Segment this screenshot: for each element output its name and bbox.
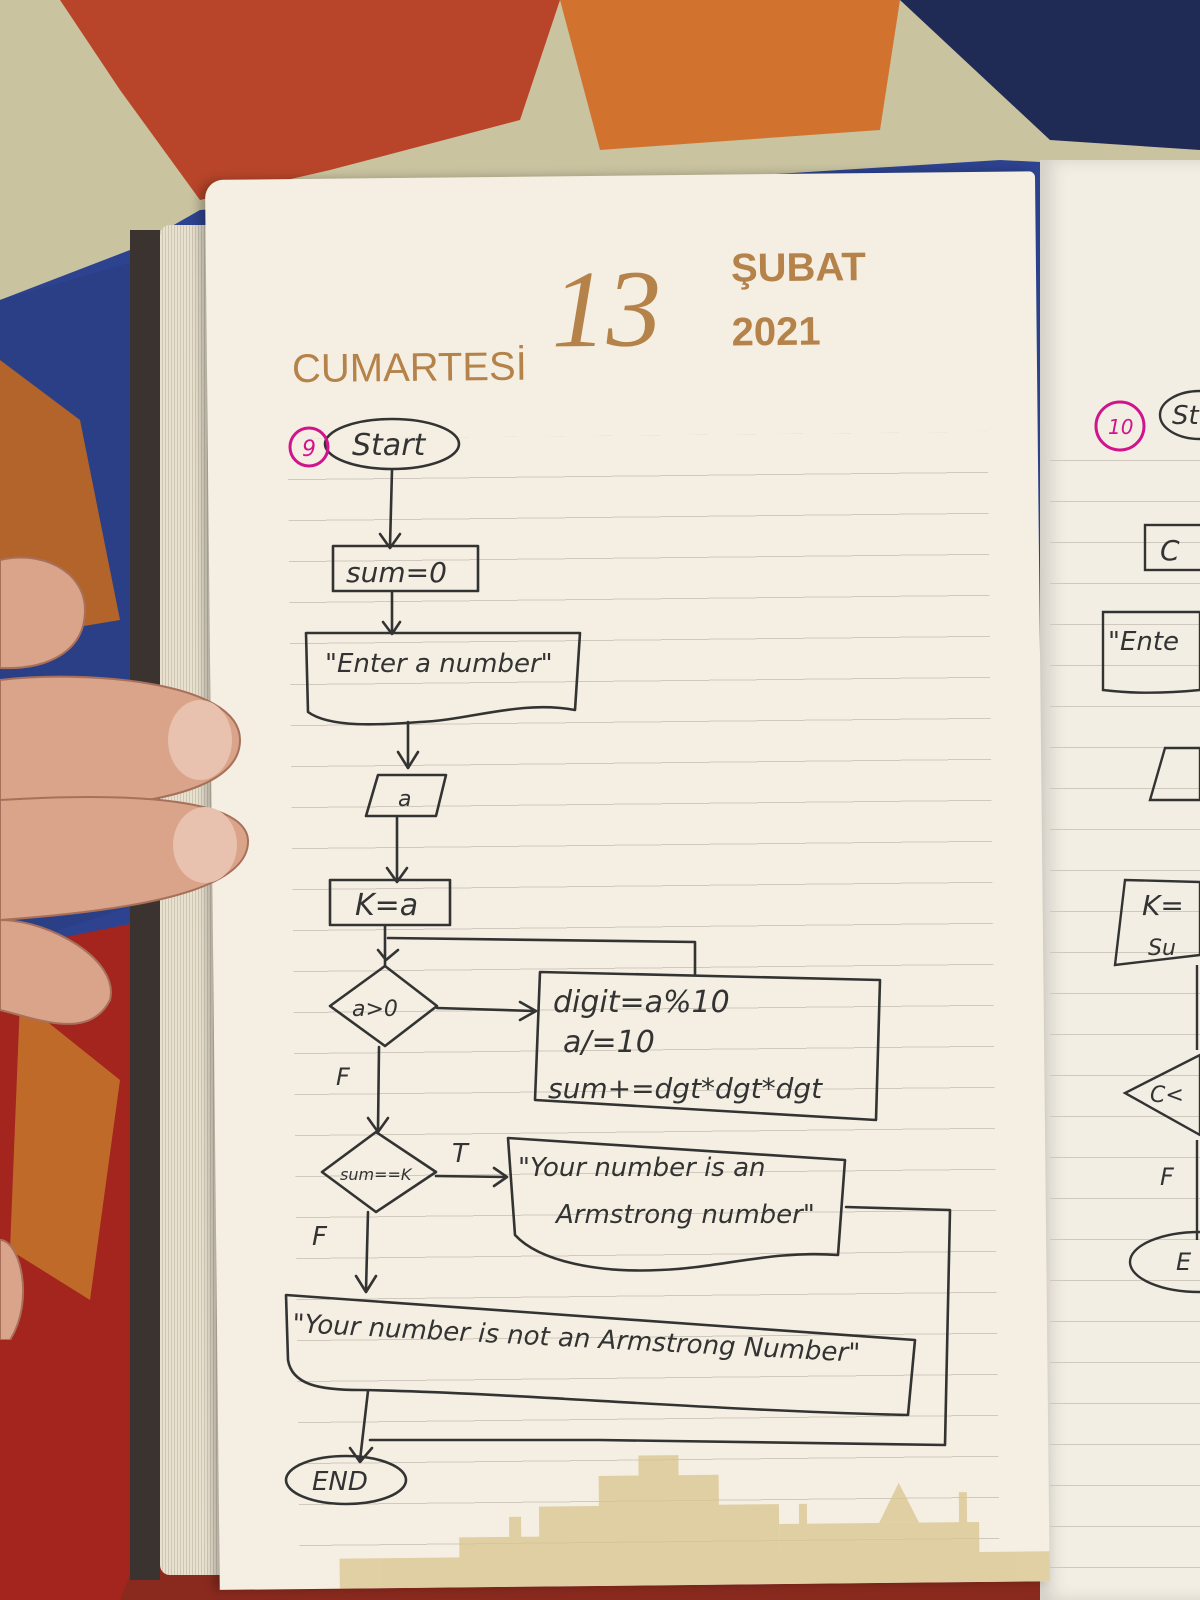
true-output-line-2: Armstrong number" [554, 1200, 815, 1230]
next-assign-text-1: K= [1142, 889, 1184, 922]
input-text: a [398, 787, 411, 812]
loop-body-line-1: digit=a%10 [553, 985, 730, 1020]
true-label: T [452, 1139, 470, 1169]
false-label-2: F [312, 1222, 328, 1252]
false-output-text: "Your number is not an Armstrong Number" [292, 1309, 861, 1369]
check-condition-diamond [320, 1130, 438, 1214]
check-condition-text: sum==K [340, 1165, 413, 1184]
question-number-text: 9 [302, 437, 316, 462]
next-question-number: 10 [1108, 415, 1133, 439]
loop-body-line-3: sum+=dgt*dgt*dgt [548, 1072, 823, 1105]
assign-box [328, 878, 452, 927]
end-terminal [284, 1454, 408, 1506]
next-end-text: E [1176, 1248, 1192, 1276]
loop-condition-text: a>0 [352, 997, 398, 1022]
loop-body-box [533, 970, 882, 1122]
next-assign-text-2: Su [1148, 936, 1176, 961]
next-init-text: C [1160, 534, 1180, 567]
next-false-label: F [1160, 1163, 1175, 1191]
end-text: END [312, 1467, 368, 1497]
prompt-text: "Enter a number" [325, 649, 553, 679]
next-prompt-text: "Ente [1108, 627, 1179, 657]
init-box [331, 544, 480, 593]
loop-body-line-2: a/=10 [563, 1025, 655, 1060]
prompt-document [304, 631, 582, 726]
false-output-document [284, 1293, 917, 1417]
loop-condition-diamond [328, 964, 439, 1048]
true-output-line-1: "Your number is an [518, 1153, 766, 1183]
question-number-badge [288, 426, 330, 468]
hand [0, 556, 250, 1340]
input-parallelogram [364, 773, 448, 818]
assign-text: K=a [355, 888, 418, 923]
start-text: Start [352, 428, 427, 463]
diary-page: CUMARTESİ 13 ŞUBAT 2021 [205, 171, 1050, 1590]
next-start-text: St [1172, 401, 1200, 431]
true-output-document [506, 1136, 847, 1272]
next-condition-text: C< [1150, 1083, 1184, 1108]
next-question-badge [1094, 400, 1146, 452]
palace-illustration [339, 1455, 1050, 1589]
init-text: sum=0 [346, 556, 447, 589]
false-label-1: F [336, 1063, 351, 1091]
